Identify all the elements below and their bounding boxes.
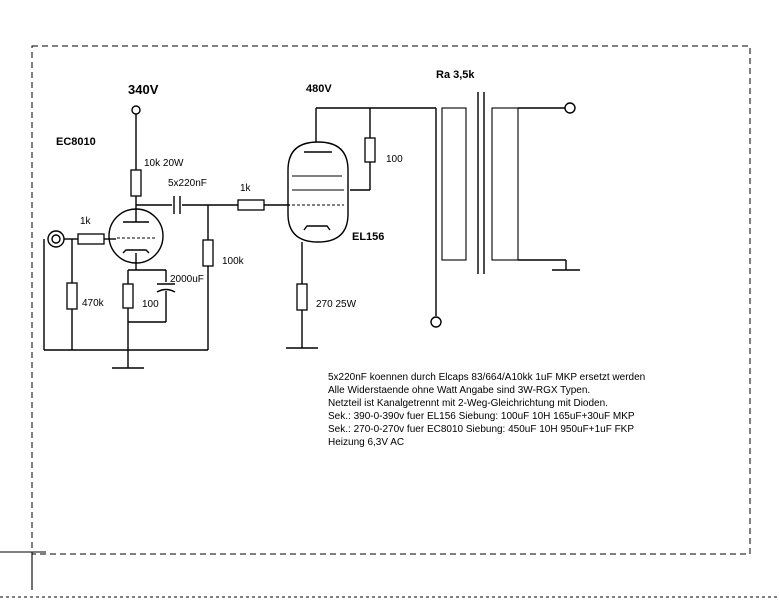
cathode-cap-plate-bottom (156, 288, 176, 293)
supply-preamp-label: 340V (128, 82, 159, 97)
drawing-frame (31, 45, 751, 555)
input-connector (47, 230, 65, 248)
note-line-6: Heizung 6,3V AC (328, 437, 404, 448)
cathode-cap-label: 2000uF (170, 274, 204, 285)
notes-block: 5x220nF koennen durch Elcaps 83/664/A10k… (328, 372, 645, 448)
cathode-resistor-power-label: 270 25W (316, 299, 357, 310)
coupling-cap-label: 5x220nF (168, 178, 207, 189)
screen-resistor-label: 100 (386, 154, 403, 165)
ec8010-label: EC8010 (56, 136, 96, 148)
note-line-2: Alle Widerstaende ohne Watt Angabe sind … (328, 385, 590, 396)
screen-resistor (364, 137, 376, 163)
note-line-4: Sek.: 390-0-390v fuer EL156 Siebung: 100… (328, 411, 635, 422)
output-transformer (441, 92, 519, 274)
el156-tube (287, 141, 349, 243)
transformer-label: Ra 3,5k (436, 69, 475, 81)
grid-leak-resistor-label: 100k (222, 256, 245, 267)
output-terminal (564, 102, 576, 114)
grid-leak-resistor (202, 239, 214, 267)
note-line-1: 5x220nF koennen durch Elcaps 83/664/A10k… (328, 372, 645, 383)
supply-power-label: 480V (306, 83, 332, 95)
anode-resistor-pre-label: 10k 20W (144, 158, 184, 169)
note-line-5: Sek.: 270-0-270v fuer EC8010 Siebung: 45… (328, 424, 634, 435)
grid-stopper-label: 1k (240, 183, 252, 194)
input-leak-resistor-label: 470k (82, 298, 105, 309)
cathode-resistor-power (296, 283, 308, 311)
anode-resistor-pre (130, 169, 142, 197)
input-resistor-label: 1k (80, 216, 92, 227)
input-leak-resistor (66, 282, 78, 310)
b-plus-terminal (430, 316, 442, 328)
supply-terminal-preamp (131, 105, 141, 115)
input-resistor (77, 233, 105, 245)
el156-label: EL156 (352, 231, 384, 243)
cathode-resistor-pre-label: 100 (142, 299, 159, 310)
cathode-resistor-pre (122, 283, 134, 309)
grid-stopper-resistor (237, 199, 265, 211)
note-line-3: Netzteil ist Kanalgetrennt mit 2-Weg-Gle… (328, 398, 608, 409)
